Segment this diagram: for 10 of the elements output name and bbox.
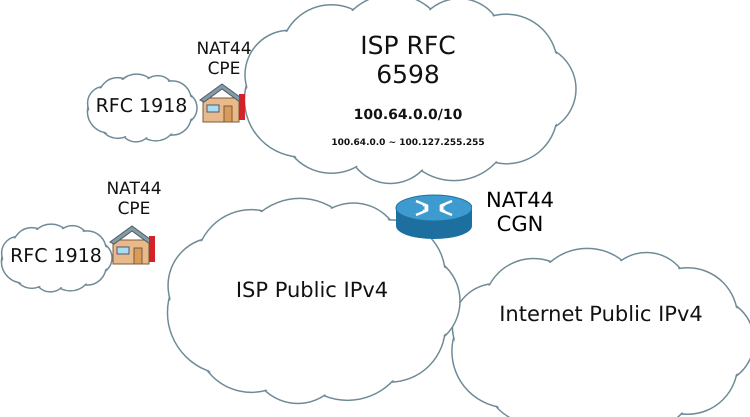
cloud-label: RFC 1918	[10, 246, 102, 268]
device-label: NAT44 CPE	[106, 180, 162, 220]
cloud-label: ISP Public IPv4	[236, 278, 388, 302]
cloud-label: Internet Public IPv4	[499, 302, 703, 326]
device-label: NAT44 CPE	[196, 40, 252, 80]
address-label: 100.64.0.0/10	[354, 107, 462, 124]
address-label: 100.64.0.0 ~ 100.127.255.255	[331, 138, 485, 148]
device-label: NAT44 CGN	[485, 188, 555, 236]
cloud-label: ISP RFC 6598	[359, 32, 457, 90]
cloud-label: RFC 1918	[96, 96, 188, 118]
